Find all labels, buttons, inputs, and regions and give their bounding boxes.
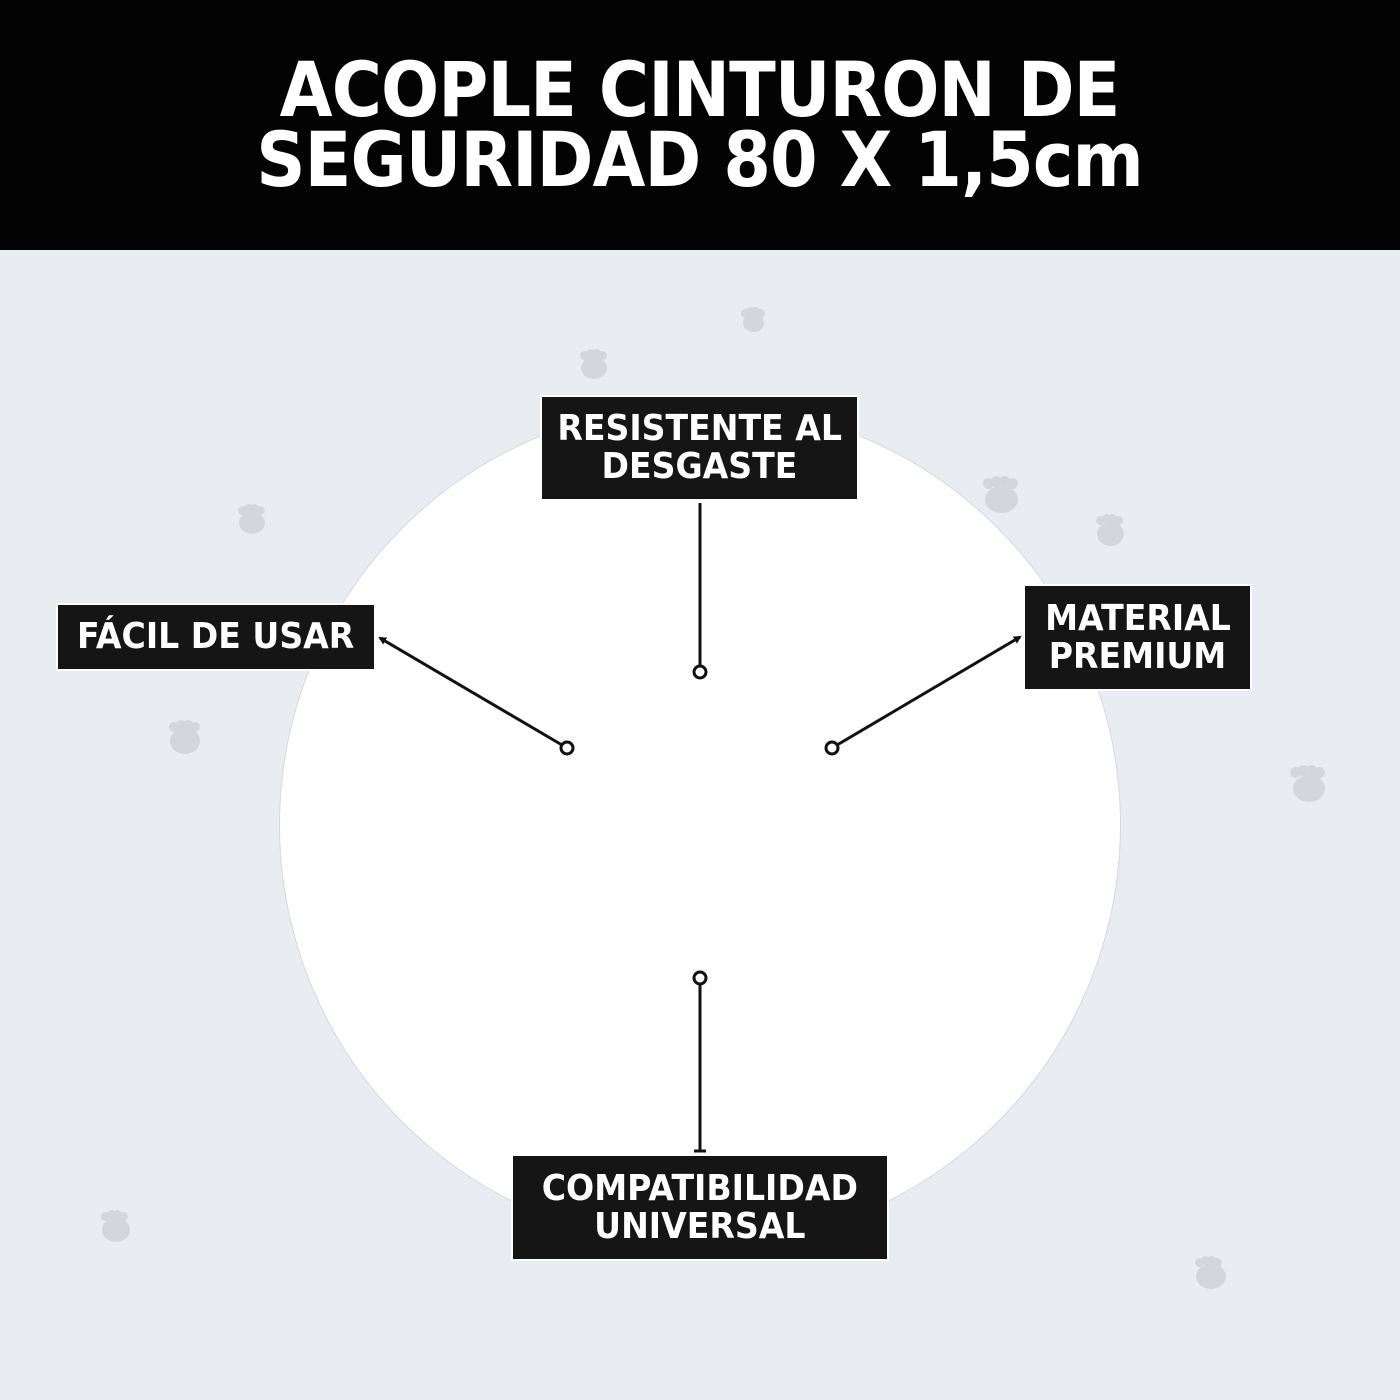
feature-label-bottom: COMPATIBILIDAD UNIVERSAL [511,1154,889,1261]
feature-top-line-1: RESISTENTE AL [557,408,842,449]
title-line-2: SEGURIDAD 80 X 1,5cm [256,115,1145,204]
feature-bottom-line-1: COMPATIBILIDAD [541,1167,859,1209]
feature-right-line-1: MATERIAL [1044,597,1231,639]
feature-label-top: RESISTENTE AL DESGASTE [540,395,859,501]
connector-top [692,503,708,680]
feature-bottom-line-2: UNIVERSAL [594,1205,806,1247]
feature-left-line-1: FÁCIL DE USAR [77,616,355,657]
title-line-1: ACOPLE CINTURON DE [280,45,1121,134]
feature-right-line-2: PREMIUM [1048,635,1227,677]
title-banner: ACOPLE CINTURON DE SEGURIDAD 80 X 1,5cm [0,0,1400,250]
feature-top-line-2: DESGASTE [601,446,798,487]
connector-left [378,636,575,756]
connector-bottom [692,970,708,1153]
feature-label-right: MATERIAL PREMIUM [1023,584,1252,691]
feature-label-left: FÁCIL DE USAR [56,603,376,671]
connector-right [824,635,1022,756]
